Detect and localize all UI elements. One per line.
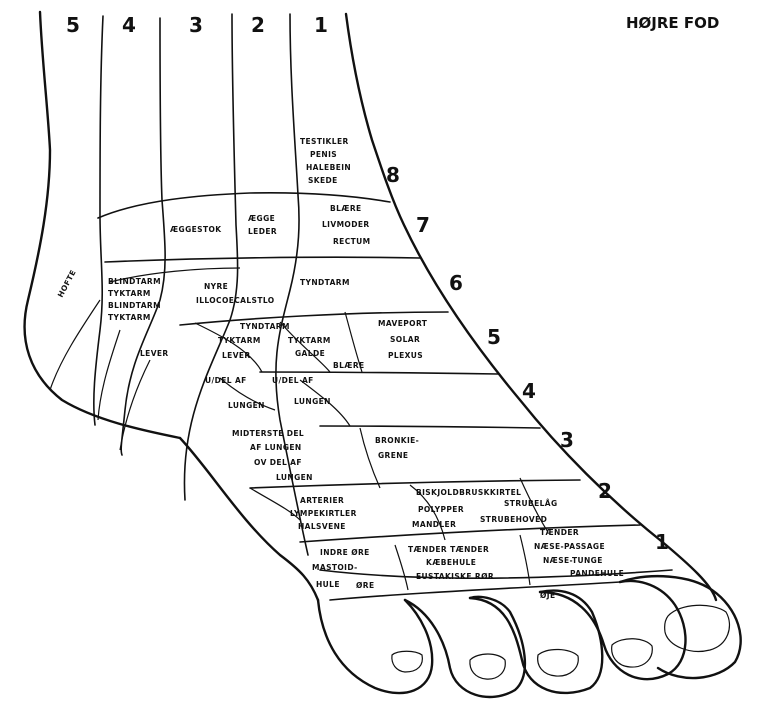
label-grene: GRENE [378, 451, 408, 460]
column-number-4: 4 [122, 13, 136, 37]
transverse-zone-lines [98, 193, 672, 600]
zone-number-4: 4 [522, 379, 536, 403]
label-leder: LEDER [248, 227, 277, 236]
label-tyktarm-2: TYKTARM [108, 313, 151, 322]
label-oje: ØJE [540, 591, 556, 600]
toes [318, 576, 741, 697]
label-udel-af-1: U/DEL AF [205, 376, 247, 385]
label-galde: GALDE [295, 349, 325, 358]
column-numbers: 5 4 3 2 1 [66, 13, 328, 37]
label-midterste-del: MIDTERSTE DEL [232, 429, 304, 438]
label-livmoder: LIVMODER [322, 220, 370, 229]
label-ov-del-af: OV DEL AF [254, 458, 302, 467]
label-maveport: MAVEPORT [378, 319, 428, 328]
label-ore: ØRE [356, 581, 374, 590]
label-arterier: ARTERIER [300, 496, 344, 505]
column-number-3: 3 [189, 13, 203, 37]
diagram-title: HØJRE FOD [626, 14, 719, 32]
label-blaere-mid: BLÆRE [333, 361, 365, 370]
label-taender-1: TÆNDER [540, 528, 579, 537]
label-polypper: POLYPPER [418, 505, 464, 514]
label-mandler: MANDLER [412, 520, 456, 529]
label-skede: SKEDE [308, 176, 338, 185]
label-blaere-top: BLÆRE [330, 204, 362, 213]
zone-number-7: 7 [416, 213, 430, 237]
label-biskjoldbruskkirtel: BISKJOLDBRUSKKIRTEL [416, 488, 521, 497]
label-eustakiske-ror: EUSTAKISKE RØR [416, 572, 494, 581]
label-lungen-2: LUNGEN [294, 397, 331, 406]
column-number-5: 5 [66, 13, 80, 37]
label-testikler: TESTIKLER [300, 137, 349, 146]
label-plexus: PLEXUS [388, 351, 423, 360]
label-bronkie: BRONKIE- [375, 436, 419, 445]
label-tyndtarm-2: TYNDTARM [240, 322, 290, 331]
label-lever-2: LEVER [140, 349, 169, 358]
zone-number-1: 1 [655, 530, 669, 554]
label-lympekirtler: LYMPEKIRTLER [290, 509, 357, 518]
label-naese-tunge: NÆSE-TUNGE [543, 556, 603, 565]
label-strubelag: STRUBELÅG [504, 499, 558, 508]
label-solar: SOLAR [390, 335, 420, 344]
label-nyre: NYRE [204, 282, 228, 291]
label-lungen-3: LUNGEN [276, 473, 313, 482]
label-pandehule: PANDEHULE [570, 569, 624, 578]
column-number-1: 1 [314, 13, 328, 37]
label-rectum: RECTUM [333, 237, 370, 246]
zone-number-8: 8 [386, 163, 400, 187]
label-hule: HULE [316, 580, 340, 589]
label-hofte: HOFTE [56, 268, 78, 299]
label-mastoid: MASTOID- [312, 563, 358, 572]
label-aegge: ÆGGE [248, 214, 275, 223]
toe-third [470, 591, 602, 693]
column-number-2: 2 [251, 13, 265, 37]
label-blindtarm-1: BLINDTARM [108, 277, 161, 286]
label-tyndtarm-1: TYNDTARM [300, 278, 350, 287]
zone-number-3: 3 [560, 428, 574, 452]
label-taender-taender: TÆNDER TÆNDER [408, 545, 489, 554]
zone-number-5: 5 [487, 325, 501, 349]
label-naese-passage: NÆSE-PASSAGE [534, 542, 605, 551]
label-halebein: HALEBEIN [306, 163, 351, 172]
toe-little [318, 600, 432, 693]
toe-fourth [405, 597, 525, 697]
label-strubehoved: STRUBEHOVED [480, 515, 547, 524]
label-illocoecalstlo: ILLOCOECALSTLO [196, 296, 275, 305]
label-kaebehule: KÆBEHULE [426, 558, 476, 567]
label-aeggestok: ÆGGESTOK [170, 225, 222, 234]
toe-second [540, 581, 685, 679]
label-udel-af-2: U/DEL AF [272, 376, 314, 385]
label-lungen-1: LUNGEN [228, 401, 265, 410]
zone-number-2: 2 [598, 479, 612, 503]
label-lever-1: LEVER [222, 351, 251, 360]
label-penis: PENIS [310, 150, 337, 159]
label-tyktarm-4: TYKTARM [288, 336, 331, 345]
label-tyktarm-1: TYKTARM [108, 289, 151, 298]
zone-number-6: 6 [449, 271, 463, 295]
label-halsvene: HALSVENE [298, 522, 346, 531]
organ-labels: TESTIKLER PENIS HALEBEIN SKEDE BLÆRE LIV… [56, 137, 624, 600]
label-tyktarm-3: TYKTARM [218, 336, 261, 345]
label-blindtarm-2: BLINDTARM [108, 301, 161, 310]
label-indre-ore: INDRE ØRE [320, 548, 370, 557]
label-af-lungen: AF LUNGEN [250, 443, 302, 452]
